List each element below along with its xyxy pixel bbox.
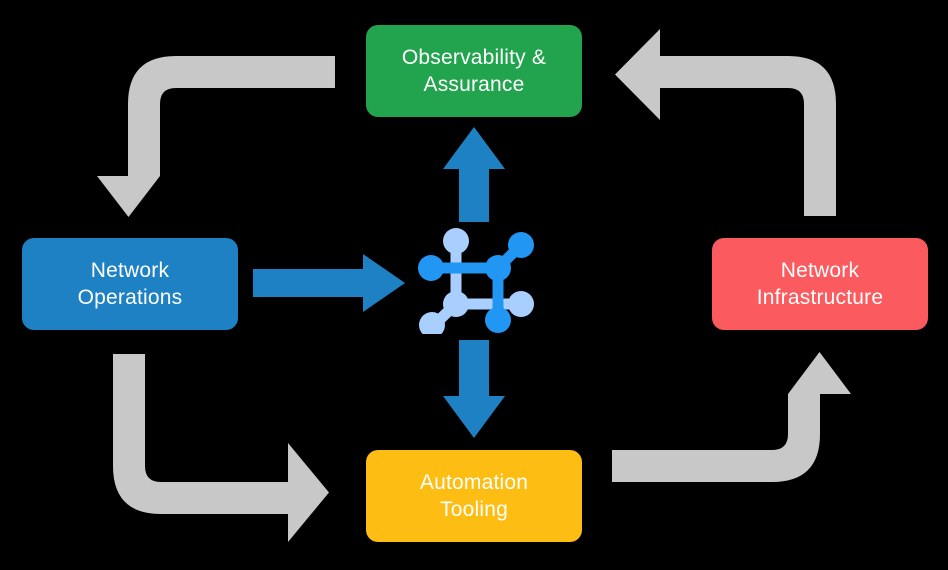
- topology-nodes-secondary: [419, 228, 534, 334]
- arrow-hub-to-observability: [443, 127, 505, 222]
- node-observability-label: Observability & Assurance: [401, 45, 547, 96]
- node-infrastructure-label: Network Infrastructure: [756, 258, 884, 309]
- node-automation-tooling[interactable]: Automation Tooling: [366, 450, 582, 542]
- arrow-hub-to-automation: [443, 340, 505, 438]
- node-observability-assurance[interactable]: Observability & Assurance: [366, 25, 582, 117]
- arrow-automation-to-infrastructure: [612, 352, 851, 482]
- arrow-operations-to-hub: [253, 254, 405, 312]
- arrow-operations-to-automation: [113, 354, 329, 542]
- node-operations-label: Network Operations: [77, 258, 183, 309]
- node-network-infrastructure[interactable]: Network Infrastructure: [712, 238, 928, 330]
- topology-nodes-primary: [418, 232, 534, 333]
- network-topology-icon: [418, 228, 534, 334]
- arrow-infrastructure-to-observability: [615, 29, 836, 216]
- arrow-observability-to-operations: [97, 56, 335, 217]
- node-automation-label: Automation Tooling: [419, 470, 529, 521]
- node-network-operations[interactable]: Network Operations: [22, 238, 238, 330]
